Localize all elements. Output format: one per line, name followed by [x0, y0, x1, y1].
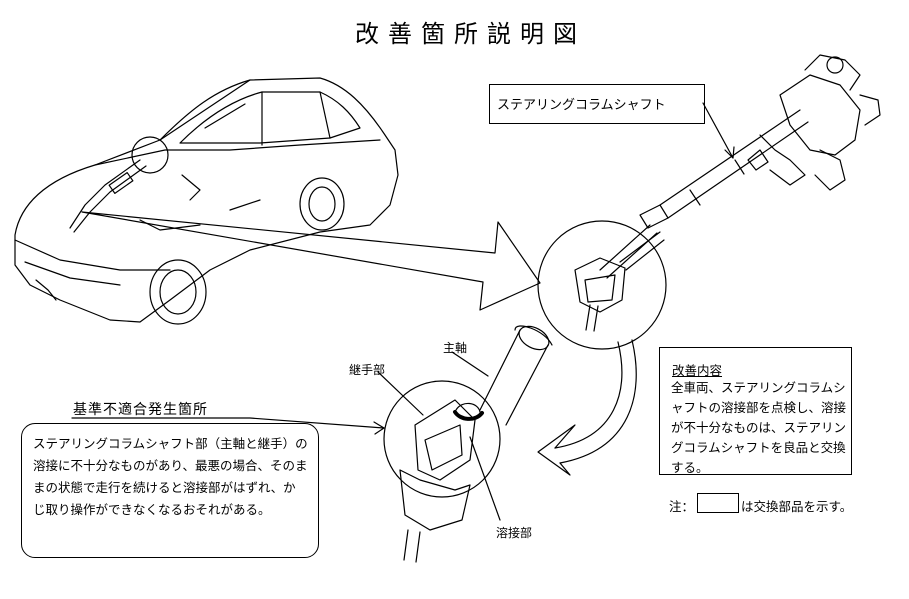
- note-suffix: は交換部品を示す。: [741, 499, 853, 514]
- pointer-arrow: [82, 212, 540, 310]
- zoom-circle-upper: [538, 221, 666, 349]
- leader-joint: [378, 372, 423, 415]
- curved-arrow: [538, 340, 636, 475]
- steering-column-label: ステアリングコラムシャフト: [497, 98, 666, 113]
- main-shaft-label: 主軸: [443, 341, 468, 355]
- nonconformity-box: [21, 423, 319, 558]
- column-label-box: [489, 84, 705, 124]
- note-legend-box: [697, 493, 739, 513]
- nonconformity-description: ステアリングコラムシャフト部（主軸と継手）の溶接に不十分なものがあり、最悪の場合…: [33, 436, 308, 517]
- improvement-text: 全車両、ステアリングコラムシャフトの溶接部を点検し、溶接が不十分なものは、ステア…: [671, 380, 847, 475]
- nonconformity-heading: 基準不適合発生箇所: [73, 402, 208, 418]
- leader-weld: [470, 437, 500, 520]
- leader-heading-arrowhead: [374, 422, 384, 434]
- note-prefix: 注：: [669, 499, 695, 514]
- weld-band: [455, 412, 482, 419]
- leader-heading: [72, 418, 384, 428]
- leader-column-arrowhead: [725, 147, 734, 158]
- car-illustration: [15, 78, 398, 324]
- improvement-box: [659, 347, 852, 475]
- leader-main: [452, 352, 488, 376]
- weld-label: 溶接部: [496, 526, 533, 540]
- leader-column: [703, 103, 733, 158]
- joint-label: 継手部: [349, 363, 386, 377]
- improvement-title: 改善内容: [672, 363, 723, 378]
- steering-column-assembly: [600, 55, 880, 278]
- diagram-title: 改善箇所説明図: [355, 20, 586, 48]
- zoom-circle-lower: [384, 322, 553, 562]
